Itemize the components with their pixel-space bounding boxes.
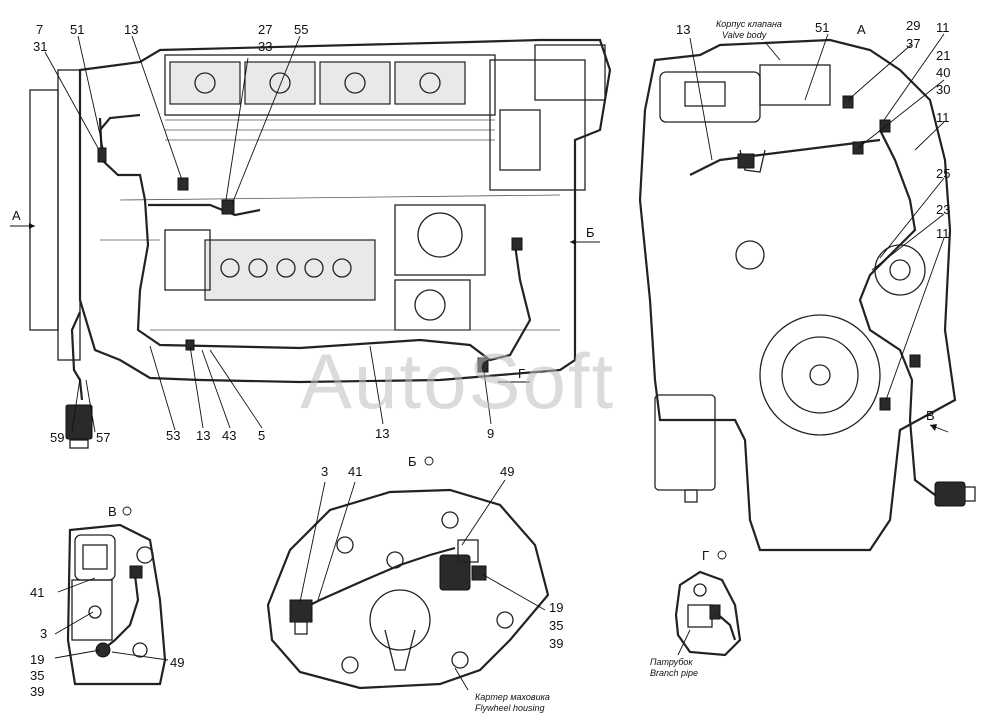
label-7: 7 [36, 22, 43, 37]
detail-v-label-35: 35 [30, 668, 44, 683]
valve-body-caption-ru: Корпус клапана [716, 19, 782, 29]
detail-b-label-19: 19 [549, 600, 563, 615]
front-label-30: 30 [936, 82, 950, 97]
front-label-11-a: 11 [936, 20, 950, 35]
front-view [638, 33, 976, 552]
label-9: 9 [487, 426, 494, 441]
label-5: 5 [258, 428, 265, 443]
detail-b-circle-icon [424, 456, 434, 466]
detail-v-label-39: 39 [30, 684, 44, 699]
view-arrow-a: A [12, 208, 21, 223]
label-53: 53 [166, 428, 180, 443]
detail-v-view: В 41 3 19 35 39 49 [30, 504, 184, 699]
valve-body-caption-en: Valve body [722, 30, 767, 40]
view-arrow-b: Б [586, 225, 595, 240]
front-label-11-c: 11 [936, 226, 950, 241]
front-view-title-a: A [857, 22, 866, 37]
front-label-23: 23 [936, 202, 950, 217]
detail-b-title: Б [408, 454, 417, 469]
detail-v-circle-icon [122, 506, 132, 516]
label-51: 51 [70, 22, 84, 37]
branch-pipe-caption-en: Branch pipe [650, 668, 698, 678]
detail-v-title: В [108, 504, 117, 519]
label-33: 33 [258, 39, 272, 54]
label-13-bottom-b: 13 [375, 426, 389, 441]
front-label-29: 29 [906, 18, 920, 33]
flywheel-housing-caption-en: Flywheel housing [475, 703, 545, 713]
label-27: 27 [258, 22, 272, 37]
branch-pipe-caption-ru: Патрубок [650, 657, 693, 667]
front-label-25: 25 [936, 166, 950, 181]
view-arrow-v: В [926, 408, 935, 423]
detail-v-label-3: 3 [40, 626, 47, 641]
detail-b-label-35: 35 [549, 618, 563, 633]
detail-b-view: Б 3 41 49 19 35 39 Картер маховика Flywh… [266, 454, 563, 713]
watermark: AutoSoft [300, 337, 615, 425]
flywheel-housing-caption-ru: Картер маховика [475, 692, 550, 702]
detail-b-label-49: 49 [500, 464, 514, 479]
front-label-40: 40 [936, 65, 950, 80]
detail-g-view: Г Патрубок Branch pipe [650, 548, 742, 678]
detail-b-label-39: 39 [549, 636, 563, 651]
front-label-13: 13 [676, 22, 690, 37]
main-view-labels: 7 31 51 13 27 33 55 A Б Г 59 57 53 13 43… [12, 22, 595, 445]
label-13-bottom-a: 13 [196, 428, 210, 443]
front-view-labels: 13 Корпус клапана Valve body 51 A 29 37 … [676, 18, 950, 423]
detail-v-label-49: 49 [170, 655, 184, 670]
front-label-11-b: 11 [936, 110, 950, 125]
main-side-view [10, 35, 612, 449]
label-55: 55 [294, 22, 308, 37]
detail-v-label-19: 19 [30, 652, 44, 667]
front-label-37: 37 [906, 36, 920, 51]
detail-b-label-3: 3 [321, 464, 328, 479]
detail-g-title: Г [702, 548, 709, 563]
label-59: 59 [50, 430, 64, 445]
label-13-top: 13 [124, 22, 138, 37]
label-57: 57 [96, 430, 110, 445]
detail-g-circle-icon [717, 550, 727, 560]
front-label-21: 21 [936, 48, 950, 63]
view-arrow-g: Г [518, 366, 525, 381]
label-31: 31 [33, 39, 47, 54]
label-43: 43 [222, 428, 236, 443]
detail-b-label-41: 41 [348, 464, 362, 479]
front-label-51: 51 [815, 20, 829, 35]
detail-v-label-41: 41 [30, 585, 44, 600]
